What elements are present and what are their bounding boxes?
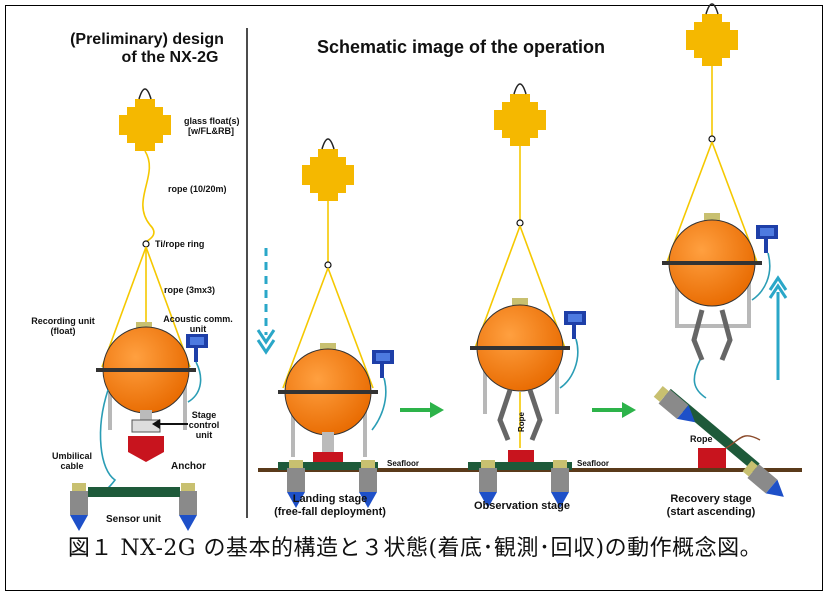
acoustic-unit-icon: [186, 334, 208, 362]
rope-vertical-label: Rope: [517, 411, 526, 432]
rope-label: Rope: [690, 434, 713, 444]
stage-label-1: Stage: [192, 410, 217, 420]
acoustic-label-2: unit: [190, 324, 207, 334]
seafloor-label-1: Seafloor: [387, 459, 419, 468]
stage-3-line1: Recovery stage: [670, 493, 751, 505]
right-title: Schematic image of the operation: [317, 37, 605, 57]
ti-ring-icon: [142, 240, 150, 248]
acoustic-label-1: Acoustic comm.: [163, 314, 233, 324]
left-title-line2: of the NX-2G: [122, 49, 219, 66]
anchor-label: Anchor: [171, 461, 206, 472]
stage-1-line1: Landing stage: [293, 493, 368, 505]
recovery-stage-drawing: [652, 3, 790, 504]
long-rope-label: rope (10/20m): [168, 184, 227, 194]
stage-label-3: unit: [196, 430, 213, 440]
recording-unit: [96, 322, 196, 433]
recording-label-1: Recording unit: [31, 316, 95, 326]
glass-float-label-2: [w/FL&RB]: [188, 126, 234, 136]
umbilical-label-2: cable: [60, 461, 83, 471]
landing-stage-drawing: [278, 138, 394, 508]
recording-label-2: (float): [51, 326, 76, 336]
ring-label: Ti/rope ring: [155, 239, 204, 249]
stage-3-line2: (start ascending): [667, 506, 756, 518]
long-rope: [142, 150, 155, 243]
anchor-shape: [128, 436, 164, 462]
sensor-unit: [70, 483, 197, 531]
stage-1-line2: (free-fall deployment): [274, 506, 386, 518]
short-rope-label: rope (3mx3): [164, 285, 215, 295]
seafloor-label-2: Seafloor: [577, 459, 609, 468]
figure-caption: 図１ NX-2G の基本的構造と３状態(着底･観測･回収)の動作概念図。: [67, 536, 763, 561]
umbilical-label-1: Umbilical: [52, 451, 92, 461]
stage-2-line1: Observation stage: [474, 500, 570, 512]
glass-float-icon: [118, 88, 172, 152]
observation-stage-drawing: [468, 83, 586, 508]
sensor-label: Sensor unit: [106, 514, 162, 525]
umbilical-cable: [99, 389, 117, 494]
stage-label-2: control: [189, 420, 220, 430]
glass-float-label-1: glass float(s): [184, 116, 240, 126]
figure-frame: [5, 5, 823, 591]
left-title-line1: (Preliminary) design: [70, 31, 224, 48]
